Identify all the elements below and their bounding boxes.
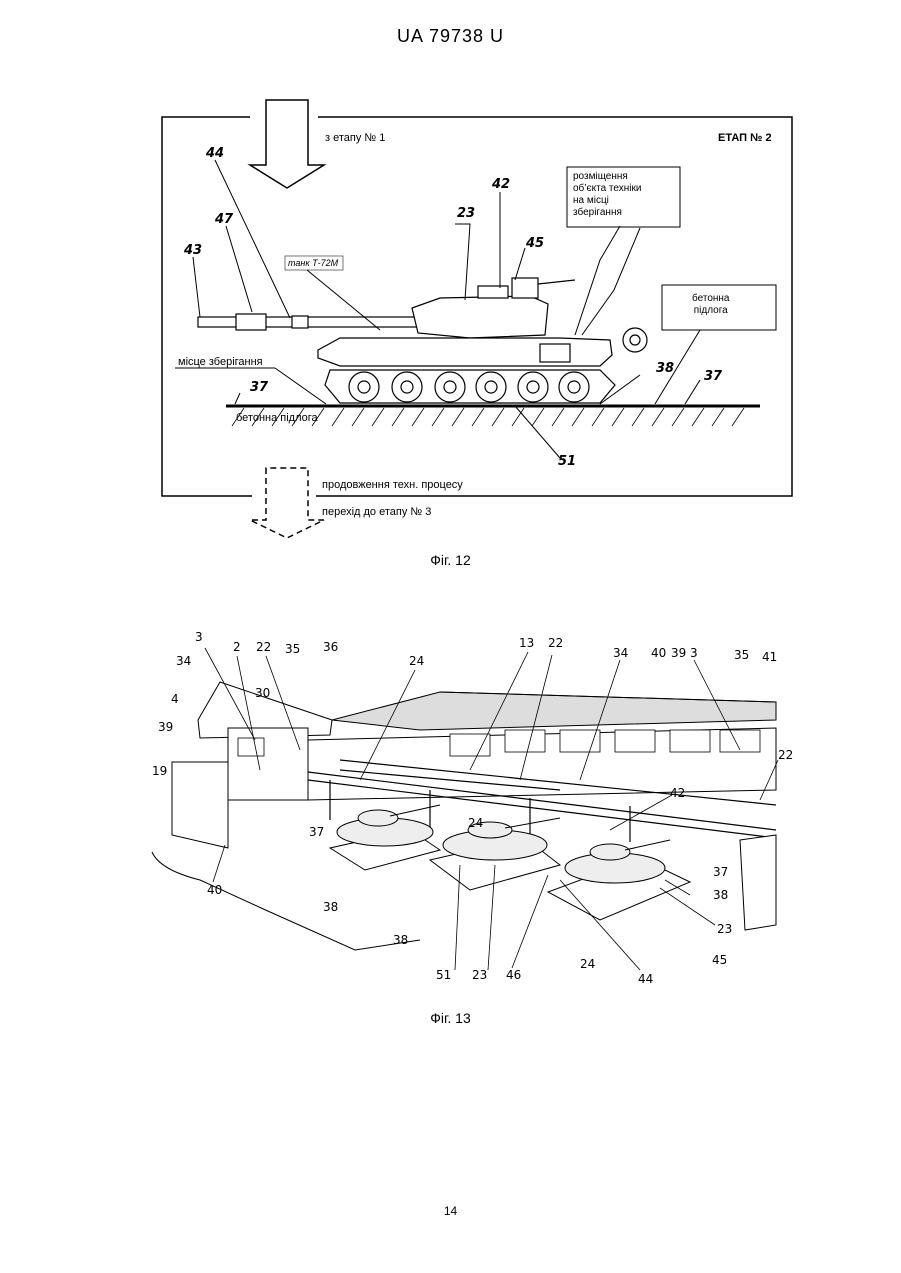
figure-13: 3 2 22 35 36 24 13 22 34 40 39 3 35 41 3… <box>0 620 901 1040</box>
ref-number: 19 <box>152 764 167 778</box>
ref-number: 47 <box>215 212 233 227</box>
floor-label: бетонна підлога <box>236 412 318 424</box>
ref-number: 37 <box>250 380 268 395</box>
ref-number: 40 <box>651 646 666 660</box>
storage-place-label: місце зберігання <box>178 356 263 368</box>
placement-line: об’єкта техніки <box>573 183 641 195</box>
ref-number: 38 <box>393 933 408 947</box>
ref-number: 30 <box>255 686 270 700</box>
ref-number: 24 <box>580 957 595 971</box>
ref-number: 13 <box>519 636 534 650</box>
ref-number: 44 <box>206 146 224 161</box>
ref-number: 35 <box>734 648 749 662</box>
continue-process-label: продовження техн. процесу <box>322 479 463 491</box>
ref-number: 22 <box>778 748 793 762</box>
ref-number: 34 <box>613 646 628 660</box>
ref-number: 45 <box>526 236 544 251</box>
ref-number: 39 <box>671 646 686 660</box>
ref-number: 51 <box>436 968 451 982</box>
ref-number: 38 <box>713 888 728 902</box>
ref-number: 22 <box>256 640 271 654</box>
ref-number: 44 <box>638 972 653 986</box>
ref-number: 37 <box>704 369 722 384</box>
ref-number: 2 <box>233 640 241 654</box>
ref-number: 42 <box>670 786 685 800</box>
fig12-caption: Фіг. 12 <box>0 552 901 568</box>
placement-line: розміщення <box>573 171 641 183</box>
ref-number: 40 <box>207 883 222 897</box>
ref-number: 24 <box>468 816 483 830</box>
fig12-drawing <box>0 0 901 580</box>
concrete-line: бетонна <box>692 293 729 305</box>
placement-line: зберігання <box>573 207 641 219</box>
ref-number: 24 <box>409 654 424 668</box>
ref-number: 35 <box>285 642 300 656</box>
fig13-caption: Фіг. 13 <box>0 1010 901 1026</box>
ref-number: 38 <box>323 900 338 914</box>
concrete-line: підлога <box>692 305 729 317</box>
ref-number: 34 <box>176 654 191 668</box>
stage-label: ЕТАП № 2 <box>718 132 772 144</box>
ref-number: 41 <box>762 650 777 664</box>
ref-number: 46 <box>506 968 521 982</box>
ref-number: 42 <box>492 177 510 192</box>
placement-box-text: розміщення об’єкта техніки на місці збер… <box>573 171 641 219</box>
figure-12: з етапу № 1 ЕТАП № 2 розміщення об’єкта … <box>0 0 901 580</box>
ref-number: 3 <box>195 630 203 644</box>
page-number: 14 <box>0 1204 901 1218</box>
tank-label: танк Т-72М <box>288 258 338 268</box>
ref-number: 38 <box>656 361 674 376</box>
next-stage-label: перехід до етапу № 3 <box>322 506 431 518</box>
concrete-box-text: бетонна підлога <box>692 293 729 317</box>
from-stage-label: з етапу № 1 <box>325 132 385 144</box>
ref-number: 23 <box>457 206 475 221</box>
ref-number: 39 <box>158 720 173 734</box>
placement-line: на місці <box>573 195 641 207</box>
ref-number: 45 <box>712 953 727 967</box>
ref-number: 23 <box>472 968 487 982</box>
ref-number: 22 <box>548 636 563 650</box>
ref-number: 3 <box>690 646 698 660</box>
ref-number: 43 <box>184 243 202 258</box>
ref-number: 4 <box>171 692 179 706</box>
ref-number: 37 <box>309 825 324 839</box>
ref-number: 37 <box>713 865 728 879</box>
fig13-drawing <box>0 620 901 1000</box>
ref-number: 51 <box>558 454 576 469</box>
ref-number: 36 <box>323 640 338 654</box>
ref-number: 23 <box>717 922 732 936</box>
